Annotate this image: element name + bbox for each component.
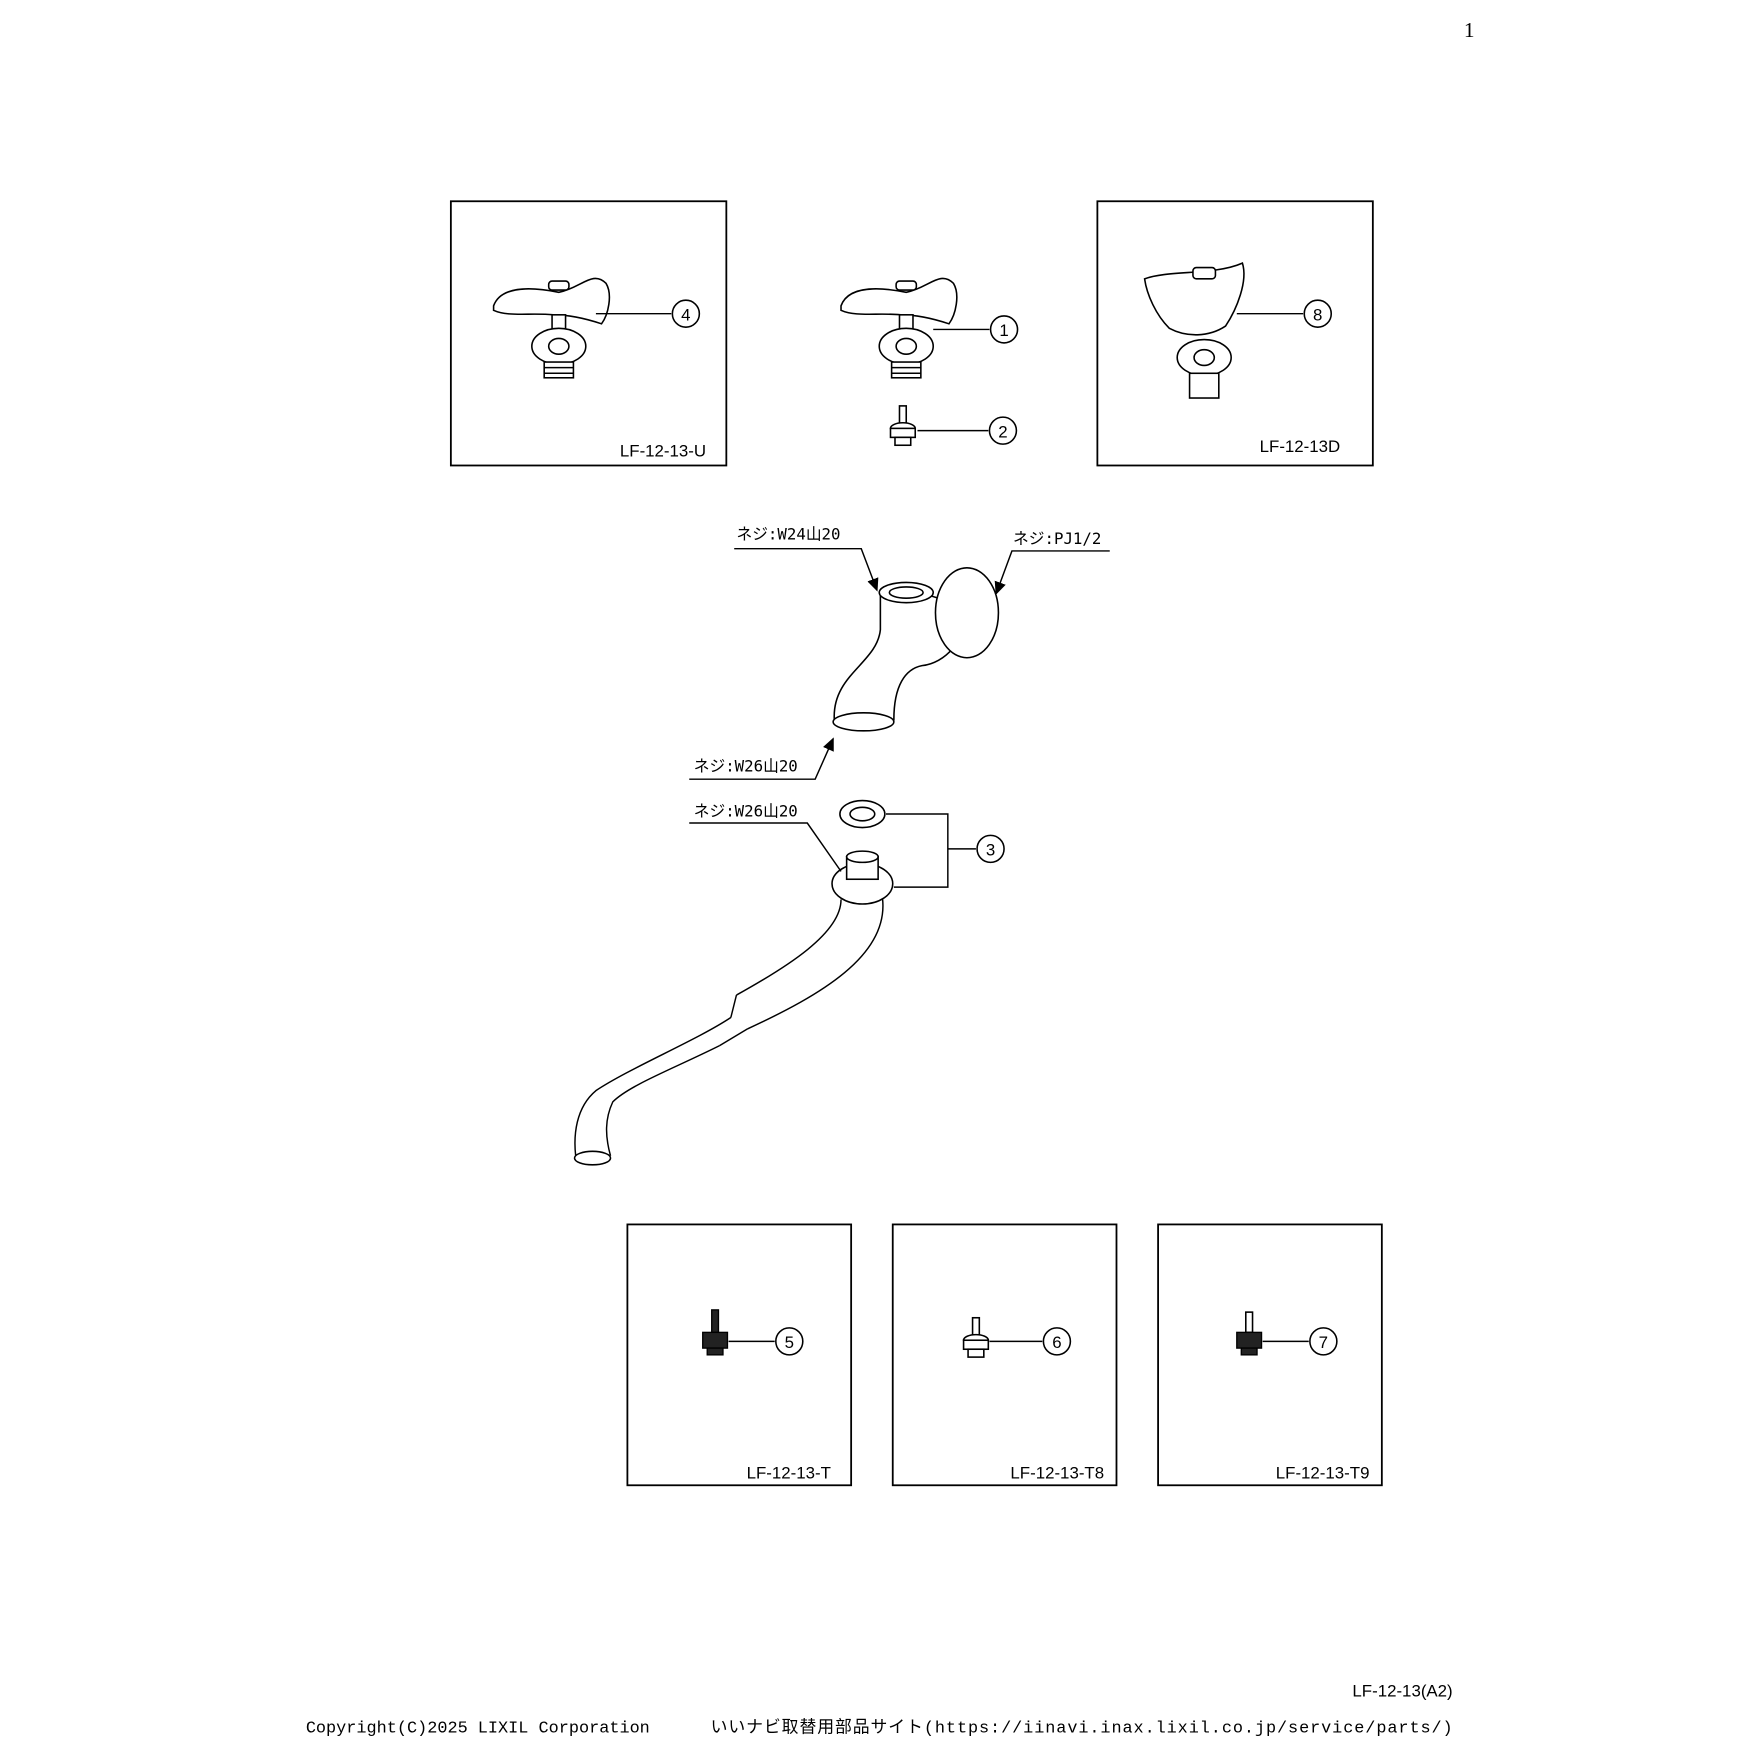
callout-3: 3	[986, 841, 995, 860]
variant-code-t8: LF-12-13-T8	[1010, 1464, 1104, 1483]
pin-t8-icon	[962, 1316, 990, 1358]
handle-valve-u-icon	[492, 277, 611, 379]
callout-7: 7	[1319, 1333, 1328, 1352]
drawing-code: LF-12-13(A2)	[1352, 1682, 1452, 1701]
variant-box-t8: 6 LF-12-13-T8	[891, 1223, 1118, 1487]
handle-valve-icon	[840, 277, 958, 379]
main-valve: 1 2	[840, 277, 1019, 447]
thread-label-wall: ネジ:PJ1/2	[1013, 529, 1101, 548]
variant-box-u: 4 LF-12-13-U	[449, 200, 728, 467]
footer-copyright: Copyright(C)2025 LIXIL Corporation	[306, 1720, 650, 1739]
variant-box-t9: 7 LF-12-13-T9	[1157, 1223, 1383, 1487]
variant-box-d: 8 LF-12-13D	[1096, 200, 1374, 467]
callout-4: 4	[681, 305, 690, 324]
callout-8: 8	[1313, 305, 1322, 324]
callout-2: 2	[998, 422, 1007, 441]
variant-code-u: LF-12-13-U	[620, 441, 706, 460]
thread-label-spout: ネジ:W26山20	[694, 801, 798, 820]
page-number: 1	[1464, 18, 1475, 42]
variant-code-t9: LF-12-13-T9	[1276, 1464, 1370, 1483]
footer-site: いいナビ取替用部品サイト(https://iinavi.inax.lixil.c…	[711, 1718, 1453, 1739]
thread-label-top: ネジ:W24山20	[736, 525, 840, 544]
faucet-body: ネジ:W24山20 ネジ:PJ1/2 ネジ:W26山20	[689, 525, 1110, 780]
callout-5: 5	[785, 1333, 794, 1352]
callout-1: 1	[999, 321, 1008, 340]
variant-code-d: LF-12-13D	[1260, 437, 1341, 456]
variant-box-t: 5 LF-12-13-T	[626, 1223, 853, 1487]
spout: ネジ:W26山20 3	[573, 799, 1005, 1166]
variant-code-t: LF-12-13-T	[747, 1464, 831, 1483]
callout-6: 6	[1052, 1333, 1061, 1352]
thread-label-bottom: ネジ:W26山20	[694, 756, 798, 775]
spindle-pin-icon	[889, 405, 917, 447]
